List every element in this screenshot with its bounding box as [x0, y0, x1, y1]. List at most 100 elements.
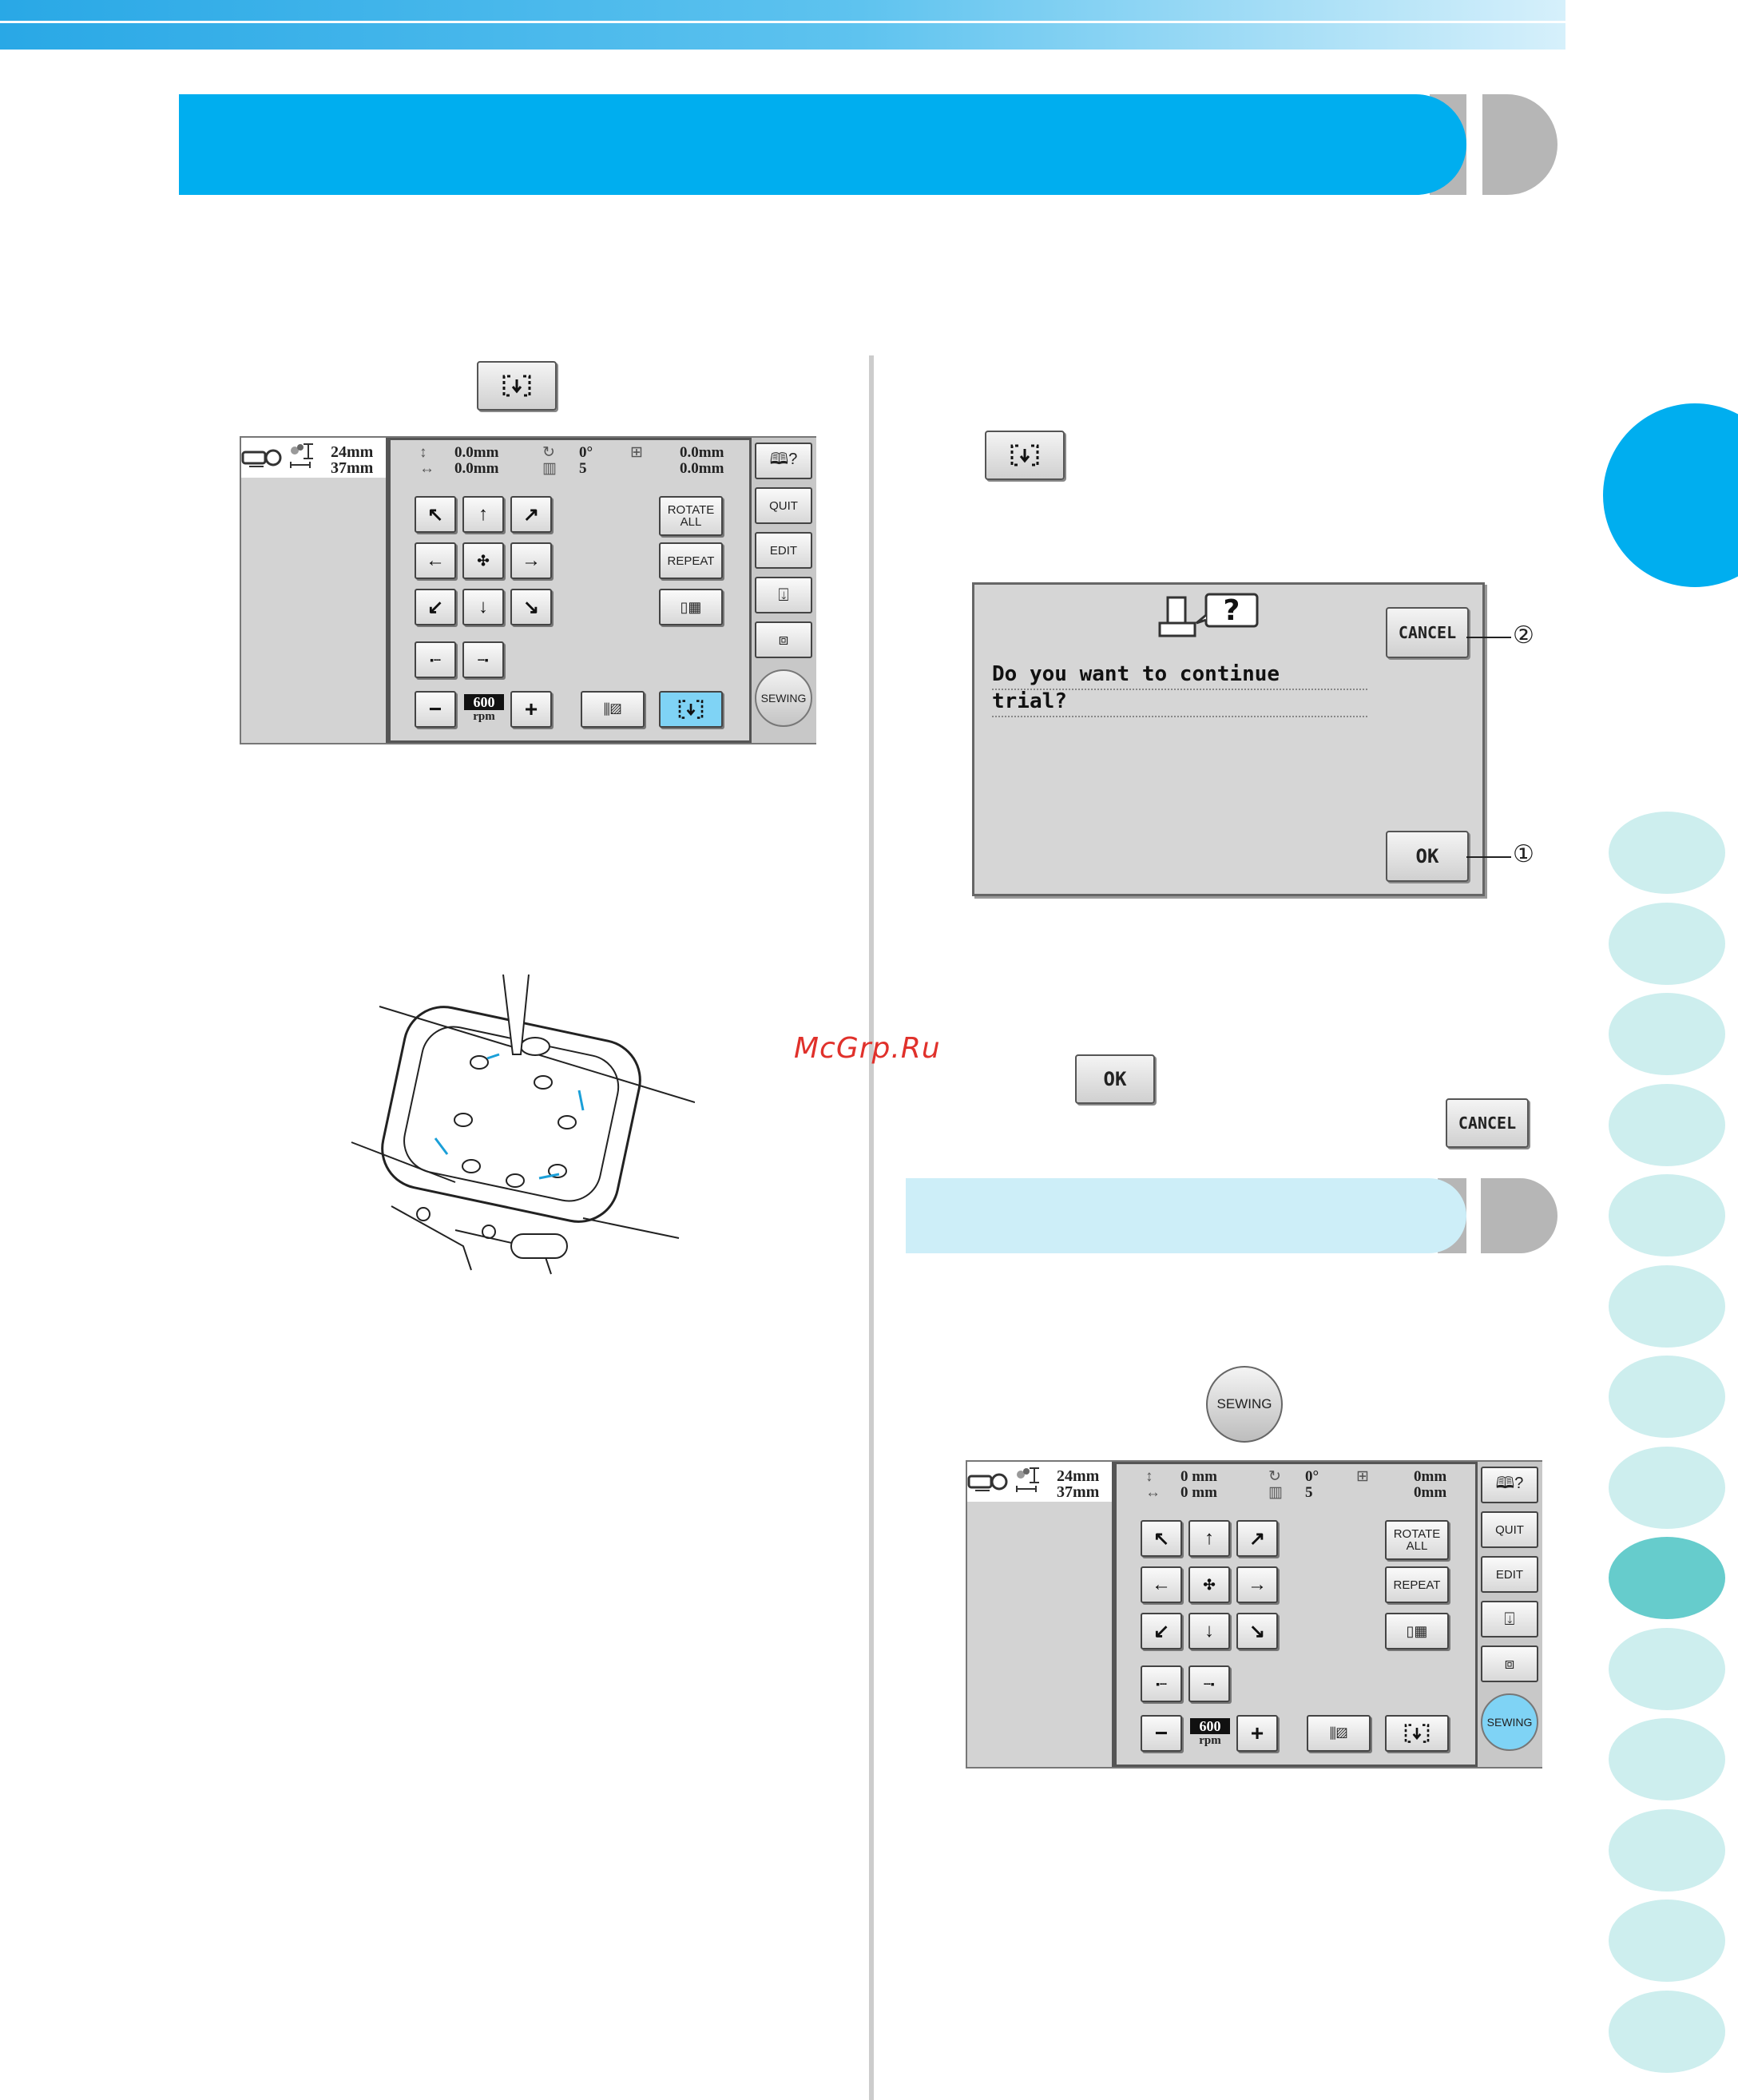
rotate-all-button[interactable]: ROTATE ALL [1385, 1520, 1449, 1560]
edit-screen-2: 24mm 37mm ↕ ↔ 0 mm 0 mm ↻ ▥ 0° 5 ⊞ 0mm 0… [966, 1460, 1542, 1769]
repeat-button[interactable]: REPEAT [659, 542, 723, 579]
flip-right-button[interactable]: ┄▪ [1188, 1665, 1230, 1702]
center-button[interactable]: ✣ [1188, 1566, 1230, 1603]
chapter-tab-6[interactable] [1609, 1264, 1725, 1348]
inline-cancel-button[interactable]: CANCEL [1446, 1098, 1529, 1148]
subsection-header-bar [906, 1178, 1466, 1253]
speed-minus-button[interactable]: − [415, 691, 456, 728]
speed-minus-button[interactable]: − [1141, 1715, 1182, 1752]
frame-icon: ⧈ [778, 630, 789, 649]
top-band-line [0, 21, 1565, 23]
embroidery-frame-icon [241, 449, 282, 467]
move-left-button[interactable]: ← [415, 542, 456, 579]
trial-button[interactable] [477, 361, 557, 411]
watermark: McGrp.Ru [794, 1032, 941, 1065]
trial-frame-icon [678, 700, 704, 719]
chapter-tab-2[interactable] [1609, 902, 1725, 985]
rotate-all-button[interactable]: ROTATE ALL [659, 496, 723, 536]
quit-button[interactable]: QUIT [1481, 1511, 1538, 1548]
edit-button[interactable]: EDIT [755, 532, 812, 569]
move-down-right-button[interactable]: ↘ [1236, 1613, 1278, 1649]
svg-text:?: ? [1224, 594, 1240, 627]
help-button[interactable]: 🕮? [755, 443, 812, 479]
memory-button[interactable]: ⍗ [1481, 1601, 1538, 1638]
thread-spool-icon: ▥ [1268, 1484, 1283, 1501]
trial-frame-icon [502, 375, 531, 397]
dialog-cancel-button[interactable]: CANCEL [1386, 607, 1469, 658]
horizontal-offset-icon: ↔ [1145, 1484, 1161, 1501]
move-up-left-button[interactable]: ↖ [1141, 1520, 1182, 1557]
speed-display: 600 rpm [464, 694, 504, 724]
size-horizontal: 0mm [1414, 1484, 1447, 1501]
move-down-left-button[interactable]: ↙ [415, 589, 456, 625]
trial-frame-icon [1404, 1724, 1430, 1743]
quit-button[interactable]: QUIT [755, 487, 812, 524]
preview-area-2: 24mm 37mm [967, 1462, 1114, 1767]
callout-number-1: ① [1513, 840, 1534, 868]
color-sort-button[interactable]: ▯▦ [1385, 1613, 1449, 1649]
vertical-offset-icon: ↕ [1145, 1468, 1153, 1485]
side-buttons: 🕮? QUIT EDIT ⍗ ⧈ SEWING [752, 438, 816, 743]
move-down-right-button[interactable]: ↘ [510, 589, 552, 625]
chapter-tab-8[interactable] [1609, 1446, 1725, 1529]
chapter-tab-14[interactable] [1609, 1990, 1725, 2073]
repeat-button[interactable]: REPEAT [1385, 1566, 1449, 1603]
speed-plus-button[interactable]: + [510, 691, 552, 728]
callout-line-cancel [1466, 637, 1511, 638]
speed-value: 600 [464, 694, 504, 710]
trial-active-button[interactable] [659, 691, 723, 728]
control-panel-2: ↕ ↔ 0 mm 0 mm ↻ ▥ 0° 5 ⊞ 0mm 0mm ↖ ↑ ↗ ←… [1114, 1462, 1478, 1767]
center-button[interactable]: ✣ [462, 542, 504, 579]
flip-left-button[interactable]: ▪┄ [1141, 1665, 1182, 1702]
move-up-right-button[interactable]: ↗ [510, 496, 552, 533]
chapter-tab-13[interactable] [1609, 1900, 1725, 1982]
chapter-tab-1[interactable] [1609, 812, 1725, 894]
chapter-tab-12[interactable] [1609, 1808, 1725, 1892]
needle-setting-button[interactable]: ⫼▨ [1307, 1715, 1371, 1752]
chapter-tab-11[interactable] [1609, 1718, 1725, 1800]
section-header-bar [179, 94, 1466, 195]
memory-button[interactable]: ⍗ [755, 577, 812, 613]
flip-right-button[interactable]: ┄▪ [462, 641, 504, 678]
move-left-button[interactable]: ← [1141, 1566, 1182, 1603]
flip-left-button[interactable]: ▪┄ [415, 641, 456, 678]
color-sort-button[interactable]: ▯▦ [659, 589, 723, 625]
chapter-tab-7[interactable] [1609, 1356, 1725, 1438]
chapter-tab-5[interactable] [1609, 1174, 1725, 1256]
sewing-button[interactable]: SEWING [755, 669, 812, 727]
move-right-button[interactable]: → [510, 542, 552, 579]
move-down-button[interactable]: ↓ [1188, 1613, 1230, 1649]
inline-sewing-button[interactable]: SEWING [1206, 1366, 1283, 1443]
move-down-left-button[interactable]: ↙ [1141, 1613, 1182, 1649]
move-up-left-button[interactable]: ↖ [415, 496, 456, 533]
speed-plus-button[interactable]: + [1236, 1715, 1278, 1752]
frame-button[interactable]: ⧈ [755, 621, 812, 658]
move-up-right-button[interactable]: ↗ [1236, 1520, 1278, 1557]
speed-value: 600 [1190, 1718, 1230, 1734]
needle-setting-button[interactable]: ⫼▨ [581, 691, 645, 728]
horizontal-offset-icon: ↔ [419, 460, 434, 477]
inline-ok-button[interactable]: OK [1075, 1054, 1155, 1104]
pattern-width: 37mm [1057, 1483, 1100, 1501]
edit-button[interactable]: EDIT [1481, 1556, 1538, 1593]
horizontal-offset: 0.0mm [454, 460, 499, 477]
chapter-tab-3[interactable] [1609, 993, 1725, 1075]
help-button[interactable]: 🕮? [1481, 1467, 1538, 1503]
chapter-tab-4[interactable] [1609, 1083, 1725, 1166]
trial-button-2[interactable] [985, 431, 1065, 480]
frame-button[interactable]: ⧈ [1481, 1645, 1538, 1682]
speed-display: 600 rpm [1190, 1718, 1230, 1749]
move-up-button[interactable]: ↑ [1188, 1520, 1230, 1557]
move-right-button[interactable]: → [1236, 1566, 1278, 1603]
dialog-ok-button[interactable]: OK [1386, 831, 1469, 882]
chapter-tab-10[interactable] [1609, 1627, 1725, 1710]
sewing-button-active[interactable]: SEWING [1481, 1693, 1538, 1751]
edit-screen-1: 24mm 37mm ↕ ↔ 0.0mm 0.0mm ↻ ▥ 0° 5 ⊞ 0.0… [240, 436, 816, 744]
chapter-tab-9[interactable] [1609, 1537, 1725, 1619]
move-down-button[interactable]: ↓ [462, 589, 504, 625]
trial-button[interactable] [1385, 1715, 1449, 1752]
thread-spool-icon: ▥ [542, 460, 557, 477]
vertical-offset: 0.0mm [454, 444, 499, 461]
move-up-button[interactable]: ↑ [462, 496, 504, 533]
